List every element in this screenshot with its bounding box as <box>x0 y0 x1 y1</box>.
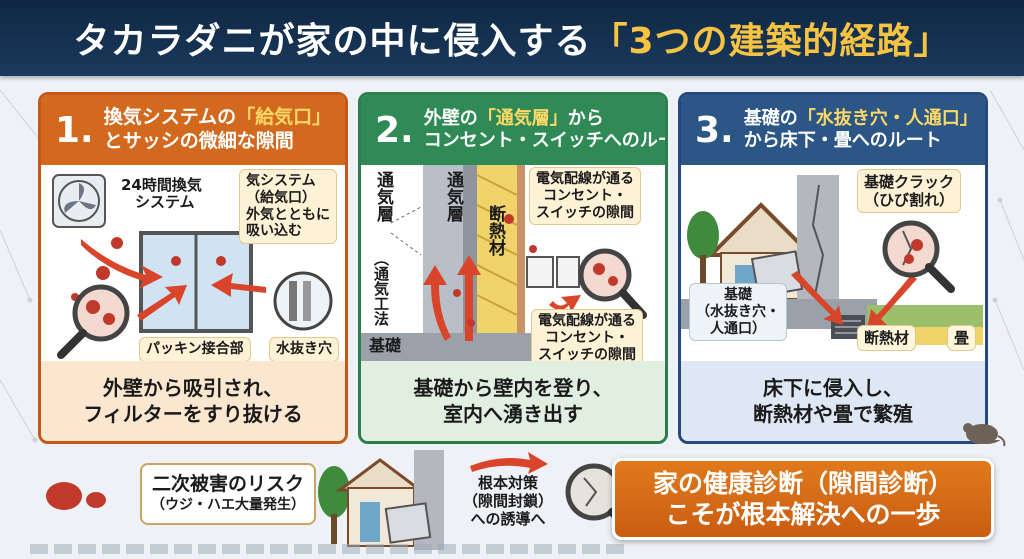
window-sash-icon <box>139 231 253 333</box>
cta-line1: 家の健康診断（隙間診断） <box>652 468 953 498</box>
panel-2-title-highlight: 「通気層」 <box>477 107 568 129</box>
panel-2-scene <box>361 165 647 361</box>
panel-1-footer: 外壁から吸引され、 フィルターをすり抜ける <box>41 361 345 441</box>
panel-1-title-line2: とサッシの微細な隙間 <box>103 130 294 152</box>
arrow-icon <box>470 452 548 474</box>
panel-2-number: 2. <box>375 109 414 151</box>
panel-2-title-pre: 外壁の <box>423 107 478 129</box>
panel-1-footer-line1: 外壁から吸引され、 <box>102 376 284 400</box>
panel-2-footer-line2: 室内へ湧き出す <box>443 402 583 426</box>
label-drain-hole: 水抜き穴 <box>269 337 339 362</box>
foundation-block-icon <box>361 333 561 361</box>
airflow-arrows <box>81 239 266 321</box>
intrusion-arrows <box>791 271 917 329</box>
drain-hole-detail-icon <box>273 271 333 331</box>
cta-line2: こそが根本解決への一歩 <box>665 500 941 529</box>
tree-icon <box>687 211 719 291</box>
panel-3-title-highlight: 「水抜き穴・人通口」 <box>797 107 978 129</box>
header-banner: タカラダニが家の中に侵入する「3つの建築的経路」 <box>0 0 1024 76</box>
panel-3-footer-line1: 床下に侵入し、 <box>763 376 903 400</box>
diagnosis-cta-banner: 家の健康診断（隙間診断） こそが根本解決への一歩 <box>612 458 994 540</box>
panel-2-title: 外壁の「通気層」から コンセント・スイッチへのルート <box>423 107 668 153</box>
page-title: タカラダニが家の中に侵入する「3つの建築的経路」 <box>73 12 950 64</box>
panel-3-header: 3. 基礎の「水抜き穴・人通口」 から床下・畳へのルート <box>681 95 985 165</box>
panel-2-title-line2: コンセント・スイッチへのルート <box>423 130 668 151</box>
bubble-wiring-bottom: 電気配線が通るコンセント・スイッチの隙間 <box>531 309 643 368</box>
access-panel-icon <box>384 502 432 544</box>
panel-3-footer: 床下に侵入し、 断熱材や畳で繁殖 <box>681 361 985 441</box>
magnifier-icon <box>57 284 130 359</box>
label-tatami: 畳 <box>947 325 977 351</box>
secondary-risk-box: 二次被害のリスク （ウジ・ハエ大量発生） <box>140 463 316 525</box>
mite-icons <box>453 214 537 327</box>
label-foundation-openings: 基礎（水抜き穴・人通口） <box>689 283 787 342</box>
panel-1-footer-line2: フィルターをすり抜ける <box>83 402 303 426</box>
title-highlight: 「3つの建築的経路」 <box>591 21 951 62</box>
panel-1-scene <box>52 174 333 359</box>
risk-subtitle: （ウジ・ハエ大量発生） <box>151 497 305 514</box>
panel-1-title: 換気システムの「給気口」 とサッシの微細な隙間 <box>104 106 331 154</box>
panel-1-header: 1. 換気システムの「給気口」 とサッシの微細な隙間 <box>41 95 345 165</box>
magnifier-icon <box>578 248 647 319</box>
outlet-icon <box>526 256 580 288</box>
panel-1-title-pre: 換気システムの <box>103 106 237 129</box>
panel-3-title-pre: 基礎の <box>743 107 798 129</box>
panel-3-title-line2: から床下・畳へのルート <box>743 130 942 151</box>
panel-3-title: 基礎の「水抜き穴・人通口」 から床下・畳へのルート <box>744 108 978 153</box>
panel-2-illustration: 通気層 （通気工法 通気層 断熱材 基礎 電気配線が通るコンセント・スイッチの隙… <box>361 165 665 368</box>
ventilation-fan-icon <box>52 174 106 228</box>
label-vent-method: （通気工法 <box>372 251 390 326</box>
panel-2-header: 2. 外壁の「通気層」から コンセント・スイッチへのルート <box>361 95 665 165</box>
label-packing-joint: パッキン接合部 <box>139 337 251 362</box>
label-vent-layer-left: 通気層 <box>373 171 393 222</box>
panel-1-number: 1. <box>55 109 94 151</box>
bubble-foundation-crack: 基礎クラック（ひび割れ） <box>857 169 962 213</box>
bottom-scene <box>46 440 1001 550</box>
mouse-icon <box>963 423 1006 447</box>
panel-2-footer: 基礎から壁内を登り、 室内へ湧き出す <box>361 361 665 441</box>
house-icon <box>335 458 425 547</box>
magnifier-icon <box>882 220 955 293</box>
panel-1-title-highlight: 「給気口」 <box>236 106 332 129</box>
route-panel-1: 1. 換気システムの「給気口」 とサッシの微細な隙間 <box>38 92 348 444</box>
root-measure-label: 根本対策（隙間封鎖）への誘導へ <box>462 474 553 528</box>
route-panel-3: 3. 基礎の「水抜き穴・人通口」 から床下・畳へのルート <box>678 92 988 444</box>
bubble-wiring-top: 電気配線が通るコンセント・スイッチの隙間 <box>529 167 641 226</box>
panel-3-footer-line2: 断熱材や畳で繁殖 <box>753 402 913 426</box>
label-vent-layer: 通気層 <box>443 171 463 222</box>
label-insulation: 断熱材 <box>857 325 917 351</box>
tatami-icon <box>867 305 983 327</box>
mite-icons <box>46 482 106 510</box>
title-main: タカラダニが家の中に侵入する <box>73 21 592 62</box>
label-foundation: 基礎 <box>369 336 402 355</box>
panel-3-illustration: 基礎クラック（ひび割れ） 基礎（水抜き穴・人通口） 断熱材 畳 <box>681 165 985 361</box>
label-insulation: 断熱材 <box>485 205 505 256</box>
panel-3-number: 3. <box>695 109 734 151</box>
decorative-bar <box>30 544 630 554</box>
route-panel-2: 2. 外壁の「通気層」から コンセント・スイッチへのルート <box>358 92 668 444</box>
risk-title: 二次被害のリスク <box>151 473 304 496</box>
upward-arrows <box>423 255 581 341</box>
panel-2-title-post: から <box>567 107 604 129</box>
outer-wall-icon <box>423 165 463 341</box>
panel-2-footer-line1: 基礎から壁内を登り、 <box>413 376 613 400</box>
bubble-air-intake: 気システム（給気口）外気とともに吸い込む <box>239 169 337 245</box>
tree-icon <box>318 466 350 544</box>
label-24h-ventilation: 24時間換気システム <box>121 176 202 212</box>
panel-1-illustration: 24時間換気システム 気システム（給気口）外気とともに吸い込む パッキン接合部 … <box>41 165 345 362</box>
